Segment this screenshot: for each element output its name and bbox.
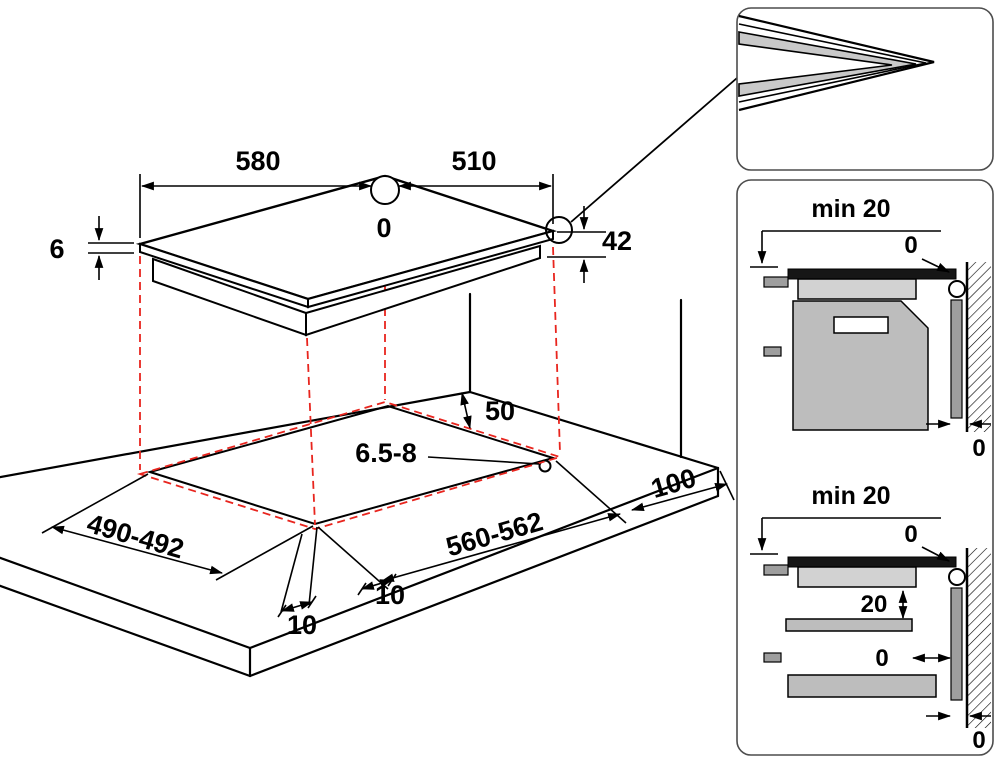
dim-overhang-front-label: 10 <box>375 580 405 610</box>
wall-strip <box>950 587 963 701</box>
hob-section-glass <box>787 556 957 568</box>
shelf <box>785 618 913 632</box>
hob-body-right <box>305 244 541 337</box>
shelf-min-clearance-label: min 20 <box>811 482 890 510</box>
glass-edge-outer <box>738 14 935 112</box>
hob-section-body <box>797 566 917 588</box>
section-details-panel: min 20 0 0 min 20 <box>736 179 994 756</box>
glass-edge-band <box>738 31 917 97</box>
mounting-bracket <box>763 652 782 663</box>
dim-overhang-side-label: 10 <box>287 610 317 640</box>
mounting-bracket <box>763 276 789 288</box>
dim-cutout-depth-label: 490-492 <box>84 508 188 564</box>
dim-hob-height-label: 42 <box>602 226 632 256</box>
hob-section-body <box>797 278 917 300</box>
dim-zero-label: 0 <box>376 213 391 243</box>
shelf-wall-gap-bottom-label: 0 <box>972 727 985 754</box>
detail-leader-line <box>570 77 738 223</box>
flush-min-clearance-label: min 20 <box>811 195 890 223</box>
mounting-bracket <box>763 346 782 357</box>
gap-detail-circle <box>948 568 966 586</box>
hob-section-glass <box>787 268 957 280</box>
dim-rear-clearance-label: 50 <box>485 396 515 426</box>
shelf-wall-gap-label: 0 <box>875 645 888 672</box>
shelf-gap-label: 20 <box>861 591 888 618</box>
glass-edge-right <box>307 229 554 309</box>
fixing-hole <box>538 459 552 473</box>
dim-glass-thickness-label: 6 <box>49 234 64 264</box>
wall-strip <box>950 299 963 419</box>
dim-top-width-label: 580 <box>235 146 280 176</box>
zero-reference-circle <box>370 175 400 205</box>
flush-wall-gap-bottom-label: 0 <box>972 435 985 462</box>
cutout-dimensions: 50 6.5-8 490-492 560-562 100 10 10 <box>41 391 735 640</box>
vent-slot <box>833 316 889 334</box>
hob-isometric <box>135 77 738 337</box>
dim-side-clearance-label: 100 <box>648 463 700 504</box>
hob-footprint-outline <box>136 401 564 530</box>
cutout <box>146 404 557 526</box>
cabinet-floor <box>787 674 937 698</box>
dim-hole-diameter-label: 6.5-8 <box>355 438 417 468</box>
wall-hatch <box>967 548 991 728</box>
worktop <box>0 292 720 678</box>
cabinet <box>792 300 929 431</box>
mounting-bracket <box>763 564 789 576</box>
shelf-wall-gap-top-label: 0 <box>904 521 917 548</box>
glass-edge-mid <box>738 23 927 103</box>
flush-wall-gap-top-label: 0 <box>904 232 917 259</box>
wall-hatch <box>967 262 991 432</box>
flush-mount-section: min 20 0 0 <box>750 195 991 462</box>
shelf-mount-section: min 20 0 20 0 0 <box>750 482 991 754</box>
hob-dimensions: 580 510 0 6 42 <box>49 146 632 283</box>
gap-detail-circle <box>948 280 966 298</box>
corner-detail-panel <box>736 7 994 171</box>
corner-detail-circle <box>545 216 573 244</box>
dim-top-depth-label: 510 <box>451 146 496 176</box>
